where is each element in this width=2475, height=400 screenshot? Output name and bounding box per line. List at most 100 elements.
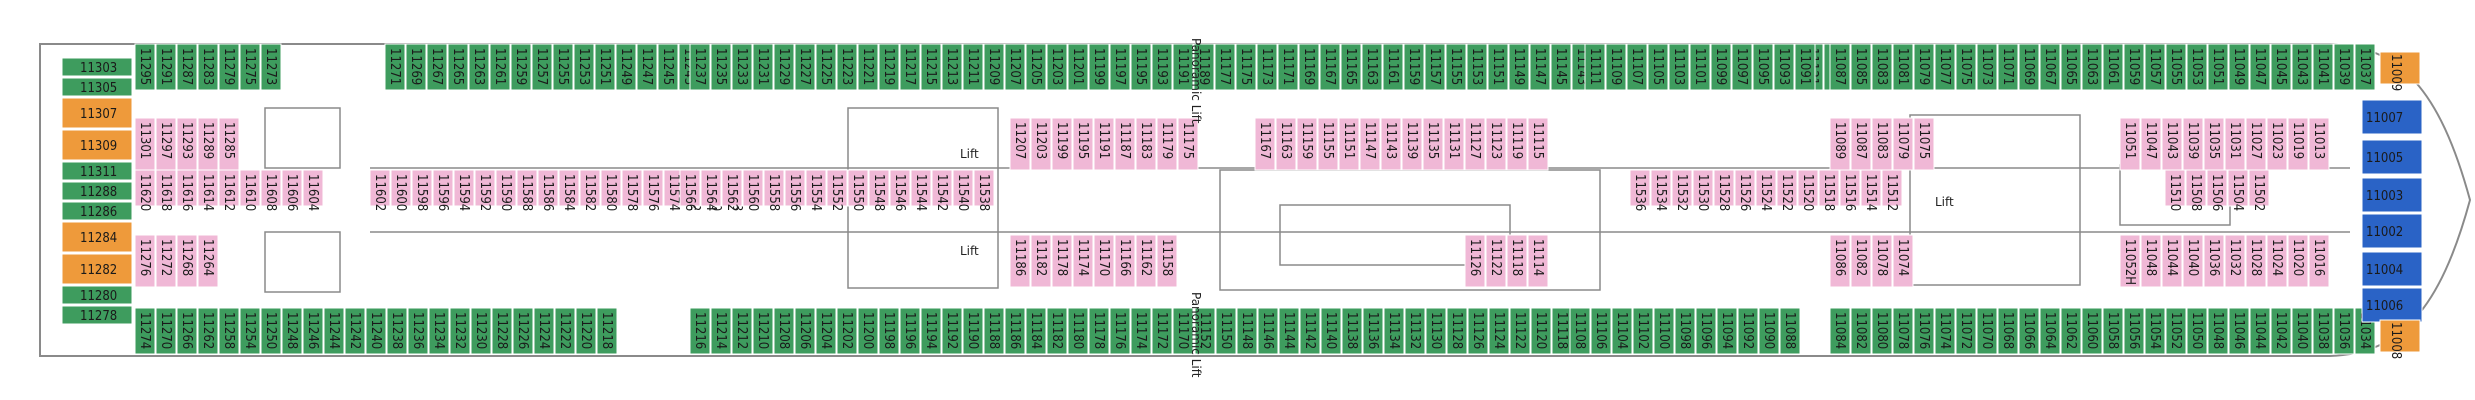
cabin[interactable]: 11079 bbox=[1892, 117, 1914, 171]
cabin[interactable]: 11204 bbox=[815, 307, 837, 355]
cabin[interactable]: 11147 bbox=[1359, 117, 1381, 171]
cabin[interactable]: 11028 bbox=[2245, 234, 2267, 288]
cabin[interactable]: 11088 bbox=[1779, 307, 1801, 355]
cabin[interactable]: 11558 bbox=[763, 169, 785, 211]
cabin[interactable]: 11244 bbox=[323, 307, 345, 355]
cabin[interactable]: 11301 bbox=[134, 117, 156, 171]
cabin[interactable]: 11196 bbox=[899, 307, 921, 355]
cabin[interactable]: 11291 bbox=[155, 43, 177, 91]
cabin[interactable]: 11051 bbox=[2207, 43, 2229, 91]
cabin[interactable]: 11212 bbox=[731, 307, 753, 355]
cabin[interactable]: 11264 bbox=[197, 234, 219, 288]
cabin[interactable]: 11055 bbox=[2165, 43, 2187, 91]
cabin[interactable]: 11210 bbox=[752, 307, 774, 355]
cabin[interactable]: 11606 bbox=[281, 169, 303, 211]
cabin[interactable]: 11179 bbox=[1156, 117, 1178, 171]
cabin[interactable]: 11614 bbox=[197, 169, 219, 211]
cabin[interactable]: 11207 bbox=[1004, 43, 1026, 91]
cabin[interactable]: 11211 bbox=[962, 43, 984, 91]
cabin[interactable]: 11126 bbox=[1464, 234, 1486, 288]
cabin[interactable]: 11060 bbox=[2081, 307, 2103, 355]
cabin[interactable]: 11076 bbox=[1913, 307, 1935, 355]
cabin[interactable]: 11172 bbox=[1151, 307, 1173, 355]
cabin[interactable]: 11174 bbox=[1072, 234, 1094, 288]
cabin[interactable]: 11053 bbox=[2186, 43, 2208, 91]
cabin[interactable]: 11506 bbox=[2206, 169, 2228, 211]
cabin[interactable]: 11233 bbox=[731, 43, 753, 91]
cabin[interactable]: 11303 bbox=[61, 57, 133, 77]
cabin[interactable]: 11198 bbox=[878, 307, 900, 355]
cabin[interactable]: 11268 bbox=[176, 234, 198, 288]
cabin[interactable]: 11556 bbox=[784, 169, 806, 211]
cabin[interactable]: 11193 bbox=[1151, 43, 1173, 91]
cabin[interactable]: 11106 bbox=[1590, 307, 1612, 355]
cabin[interactable]: 11197 bbox=[1109, 43, 1131, 91]
cabin[interactable]: 11082 bbox=[1850, 307, 1872, 355]
cabin[interactable]: 11032 bbox=[2224, 234, 2246, 288]
cabin[interactable]: 11105 bbox=[1647, 43, 1669, 91]
cabin[interactable]: 11165 bbox=[1340, 43, 1362, 91]
cabin[interactable]: 11311 bbox=[61, 161, 133, 181]
cabin[interactable]: 11123 bbox=[1485, 117, 1507, 171]
cabin[interactable]: 11221 bbox=[857, 43, 879, 91]
cabin[interactable]: 11232 bbox=[449, 307, 471, 355]
cabin[interactable]: 11508 bbox=[2185, 169, 2207, 211]
cabin[interactable]: 11195 bbox=[1130, 43, 1152, 91]
cabin[interactable]: 11526 bbox=[1734, 169, 1756, 211]
cabin[interactable]: 11514 bbox=[1860, 169, 1882, 211]
cabin[interactable]: 11618 bbox=[155, 169, 177, 211]
cabin[interactable]: 11052H bbox=[2119, 234, 2141, 288]
cabin[interactable]: 11045 bbox=[2270, 43, 2292, 91]
cabin[interactable]: 11530 bbox=[1692, 169, 1714, 211]
cabin[interactable]: 11127 bbox=[1464, 117, 1486, 171]
cabin[interactable]: 11050 bbox=[2186, 307, 2208, 355]
cabin[interactable]: 11574 bbox=[663, 169, 685, 211]
cabin[interactable]: 11209 bbox=[983, 43, 1005, 91]
cabin[interactable]: 11155 bbox=[1445, 43, 1467, 91]
cabin[interactable]: 11612 bbox=[218, 169, 240, 211]
cabin[interactable]: 11063 bbox=[2081, 43, 2103, 91]
cabin[interactable]: 11226 bbox=[512, 307, 534, 355]
cabin[interactable]: 11235 bbox=[710, 43, 732, 91]
cabin[interactable]: 11159 bbox=[1296, 117, 1318, 171]
cabin[interactable]: 11066 bbox=[2018, 307, 2040, 355]
cabin[interactable]: 11073 bbox=[1976, 43, 1998, 91]
cabin[interactable]: 11278 bbox=[61, 305, 133, 325]
cabin[interactable]: 11048 bbox=[2140, 234, 2162, 288]
cabin[interactable]: 11610 bbox=[239, 169, 261, 211]
cabin[interactable]: 11280 bbox=[61, 285, 133, 305]
cabin[interactable]: 11161 bbox=[1382, 43, 1404, 91]
cabin[interactable]: 11203 bbox=[1030, 117, 1052, 171]
cabin[interactable]: 11043 bbox=[2291, 43, 2313, 91]
cabin[interactable]: 11065 bbox=[2060, 43, 2082, 91]
cabin[interactable]: 11057 bbox=[2144, 43, 2166, 91]
cabin[interactable]: 11150 bbox=[1215, 307, 1237, 355]
cabin[interactable]: 11144 bbox=[1278, 307, 1300, 355]
cabin[interactable]: 11041 bbox=[2312, 43, 2334, 91]
cabin[interactable]: 11058 bbox=[2102, 307, 2124, 355]
cabin[interactable]: 11083 bbox=[1871, 117, 1893, 171]
cabin[interactable]: 11040 bbox=[2182, 234, 2204, 288]
cabin[interactable]: 11002 bbox=[2361, 213, 2423, 249]
cabin[interactable]: 11236 bbox=[407, 307, 429, 355]
cabin[interactable]: 11293 bbox=[176, 117, 198, 171]
cabin[interactable]: 11062 bbox=[2060, 307, 2082, 355]
cabin[interactable]: 11095 bbox=[1752, 43, 1774, 91]
cabin[interactable]: 11038 bbox=[2312, 307, 2334, 355]
cabin[interactable]: 11016 bbox=[2308, 234, 2330, 288]
cabin[interactable]: 11297 bbox=[155, 117, 177, 171]
cabin[interactable]: 11248 bbox=[281, 307, 303, 355]
cabin[interactable]: 11078 bbox=[1871, 234, 1893, 288]
cabin[interactable]: 11114 bbox=[1527, 234, 1549, 288]
cabin[interactable]: 11218 bbox=[596, 307, 618, 355]
cabin[interactable]: 11005 bbox=[2361, 139, 2423, 175]
cabin[interactable]: 11199 bbox=[1088, 43, 1110, 91]
cabin[interactable]: 11013 bbox=[2308, 117, 2330, 171]
cabin[interactable]: 11128 bbox=[1446, 307, 1468, 355]
cabin[interactable]: 11074 bbox=[1892, 234, 1914, 288]
cabin[interactable]: 11124 bbox=[1488, 307, 1510, 355]
cabin[interactable]: 11288 bbox=[61, 181, 133, 201]
cabin[interactable]: 11079 bbox=[1913, 43, 1935, 91]
cabin[interactable]: 11254 bbox=[239, 307, 261, 355]
cabin[interactable]: 11052 bbox=[2165, 307, 2187, 355]
